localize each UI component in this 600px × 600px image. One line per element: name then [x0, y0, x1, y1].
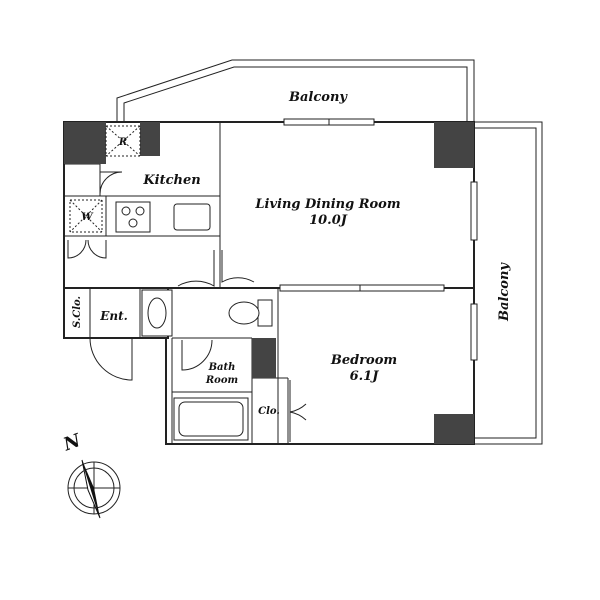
- bathtub: [173, 397, 249, 441]
- washer-space: [69, 199, 103, 233]
- stove: [115, 201, 151, 233]
- closet-label: Clo.: [258, 406, 280, 417]
- sink: [173, 203, 211, 231]
- washer-label: W: [81, 212, 94, 223]
- bedroom-size: 6.1J: [350, 369, 380, 384]
- compass-north-label: N: [60, 430, 85, 456]
- refrigerator-space: [105, 125, 141, 157]
- doors: [67, 171, 307, 442]
- bath-room-label: Room: [205, 375, 238, 386]
- exterior-walls: [63, 121, 475, 445]
- entrance-label: Ent.: [99, 309, 128, 323]
- shoe-closet-label: S.Clo.: [72, 296, 83, 328]
- bath-label: Bath: [208, 362, 236, 373]
- living-dining-size: 10.0J: [309, 213, 348, 228]
- columns: [64, 122, 474, 444]
- living-dining-label: Living Dining Room: [254, 197, 400, 212]
- balcony-top-label: Balcony: [288, 90, 348, 105]
- washbasin: [141, 289, 173, 337]
- windows: [279, 118, 478, 361]
- kitchen-label: Kitchen: [142, 173, 200, 188]
- compass-rose-icon: N: [60, 430, 121, 519]
- balcony-top: [116, 59, 475, 122]
- toilet: [228, 299, 273, 327]
- bedroom-label: Bedroom: [330, 353, 397, 368]
- balcony-right-label: Balcony: [497, 262, 512, 322]
- refrigerator-label: R: [118, 137, 127, 148]
